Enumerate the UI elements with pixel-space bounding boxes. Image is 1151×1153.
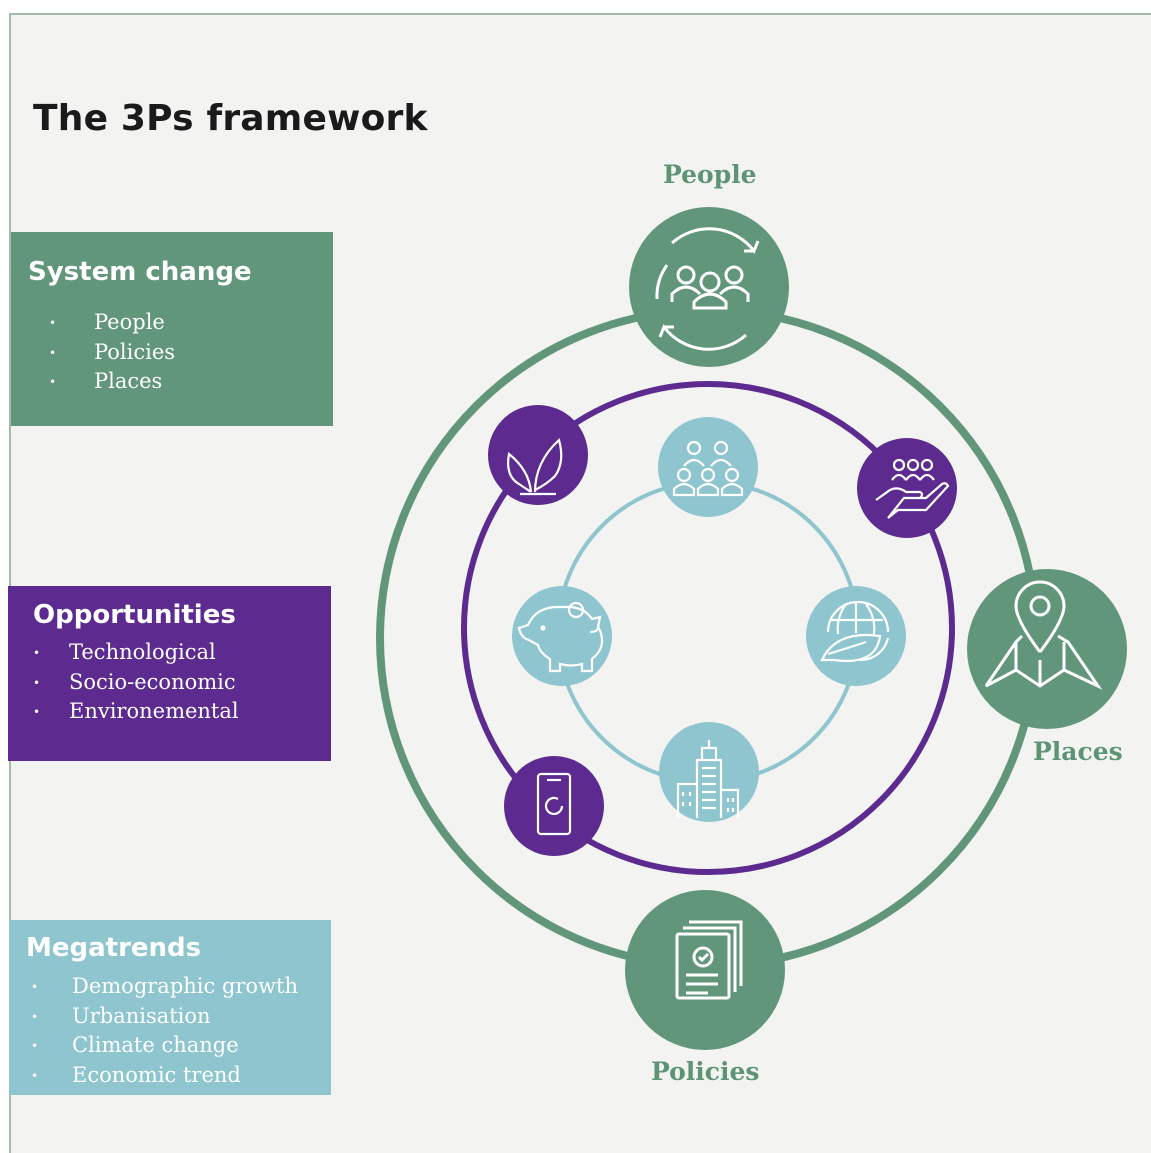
system-change-box: System change •People •Policies •Places	[11, 232, 333, 426]
megatrends-box: Megatrends •Demographic growth •Urbanisa…	[9, 920, 331, 1095]
places-label: Places	[1033, 737, 1123, 766]
list-item: •Technological	[33, 640, 216, 664]
opportunities-box: Opportunities •Technological •Socio-econ…	[8, 586, 331, 761]
map-pin-icon	[967, 569, 1127, 729]
opportunities-heading: Opportunities	[33, 600, 236, 630]
system-change-heading: System change	[28, 257, 252, 287]
list-item: •Socio-economic	[33, 669, 236, 694]
hand-people-icon	[857, 438, 957, 538]
globe-leaf-icon	[806, 586, 906, 686]
list-item: •People	[49, 310, 165, 334]
outer-ring	[376, 306, 1040, 970]
document-check-icon	[625, 890, 785, 1050]
people-cycle-icon	[629, 207, 789, 367]
list-item: •Policies	[49, 339, 176, 364]
system-change-list: •People •Policies •Places	[49, 308, 176, 397]
megatrends-heading: Megatrends	[26, 933, 202, 963]
middle-ring	[461, 381, 955, 875]
people-label: People	[663, 160, 757, 189]
opportunities-list: •Technological •Socio-economic •Environe…	[33, 638, 239, 727]
list-item: •Environemental	[33, 699, 239, 723]
list-item: •Demographic growth	[31, 974, 299, 998]
smartphone-icon	[504, 756, 604, 856]
list-item: •Places	[49, 369, 163, 393]
piggy-bank-icon	[512, 586, 612, 686]
list-item: •Urbanisation	[31, 1003, 211, 1028]
list-item: •Economic trend	[31, 1062, 241, 1087]
list-item: •Climate change	[31, 1033, 239, 1057]
plant-icon	[488, 405, 588, 505]
group-icon	[658, 417, 758, 517]
policies-label: Policies	[651, 1057, 760, 1086]
page-title: The 3Ps framework	[33, 98, 428, 139]
megatrends-list: •Demographic growth •Urbanisation •Clima…	[31, 972, 299, 1090]
skyscraper-icon	[659, 722, 759, 822]
